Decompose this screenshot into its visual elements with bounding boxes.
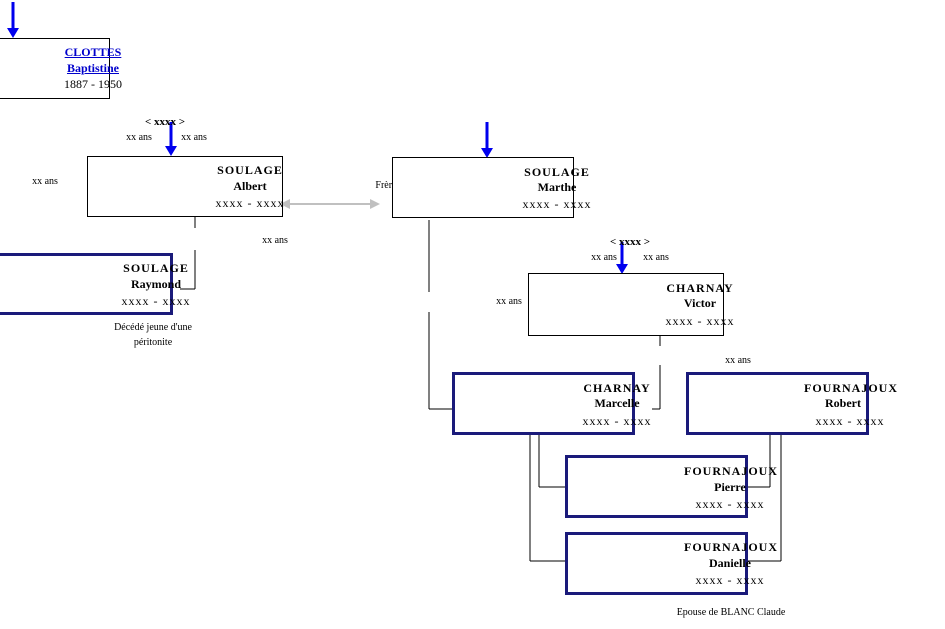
person-box-raymond[interactable] bbox=[0, 253, 173, 315]
person-box-victor[interactable] bbox=[528, 273, 724, 336]
person-firstname: Albert bbox=[233, 179, 267, 193]
age-label: xx ans bbox=[32, 176, 58, 187]
person-dates: xxxx - xxxx bbox=[582, 414, 652, 428]
age-label: xx ans bbox=[643, 252, 669, 263]
person-note: péritonite bbox=[133, 337, 173, 348]
person-surname-link[interactable]: CLOTTES bbox=[64, 45, 122, 59]
person-surname: SOULAGE bbox=[217, 163, 283, 177]
person-dates: xxxx - xxxx bbox=[215, 196, 285, 210]
person-dates: xxxx - xxxx bbox=[665, 314, 735, 328]
person-surname: SOULAGE bbox=[123, 261, 189, 275]
person-box-pierre[interactable] bbox=[565, 455, 748, 518]
person-dates: xxxx - xxxx bbox=[522, 197, 592, 211]
person-dates: 1887 - 1950 bbox=[64, 77, 122, 91]
marriage-date: < xxxx > bbox=[609, 236, 651, 248]
person-dates: xxxx - xxxx bbox=[695, 497, 765, 511]
person-surname: CHARNAY bbox=[583, 381, 651, 395]
person-surname: FOURNAJOUX bbox=[684, 464, 778, 478]
person-dates: xxxx - xxxx bbox=[695, 573, 765, 587]
person-firstname: Robert bbox=[825, 396, 861, 410]
arrow-icon[interactable] bbox=[616, 242, 628, 274]
person-firstname-link[interactable]: Baptistine bbox=[66, 61, 119, 75]
person-box-danielle[interactable] bbox=[565, 532, 748, 595]
person-surname: SOULAGE bbox=[524, 165, 590, 179]
person-firstname: Marcelle bbox=[594, 396, 640, 410]
person-firstname: Pierre bbox=[714, 480, 746, 494]
person-surname: FOURNAJOUX bbox=[804, 381, 898, 395]
person-box-marthe[interactable] bbox=[392, 157, 574, 218]
person-firstname: Victor bbox=[683, 296, 717, 310]
person-box-albert[interactable] bbox=[87, 156, 283, 217]
age-label: xx ans bbox=[725, 355, 751, 366]
marriage-date: < xxxx > bbox=[144, 116, 186, 128]
person-firstname: Raymond bbox=[130, 277, 181, 291]
age-label: xx ans bbox=[262, 235, 288, 246]
arrow-icon[interactable] bbox=[481, 122, 493, 158]
person-box-clottes[interactable] bbox=[0, 38, 110, 99]
age-label: xx ans bbox=[126, 132, 152, 143]
person-box-marcelle[interactable] bbox=[452, 372, 635, 435]
person-dates: xxxx - xxxx bbox=[121, 294, 191, 308]
person-firstname: Marthe bbox=[537, 180, 577, 194]
person-surname: FOURNAJOUX bbox=[684, 540, 778, 554]
person-box-robert[interactable] bbox=[686, 372, 869, 435]
sibling-arrow-icon bbox=[280, 199, 380, 209]
arrow-icon[interactable] bbox=[165, 122, 177, 156]
person-dates: xxxx - xxxx bbox=[815, 414, 885, 428]
age-label: xx ans bbox=[591, 252, 617, 263]
person-firstname: Danielle bbox=[709, 556, 751, 570]
arrow-icon[interactable] bbox=[7, 2, 19, 38]
age-label: xx ans bbox=[496, 296, 522, 307]
age-label: xx ans bbox=[181, 132, 207, 143]
person-note: Décédé jeune d'une bbox=[114, 322, 192, 333]
person-note: Epouse de BLANC Claude bbox=[676, 607, 786, 618]
person-surname: CHARNAY bbox=[666, 281, 734, 295]
